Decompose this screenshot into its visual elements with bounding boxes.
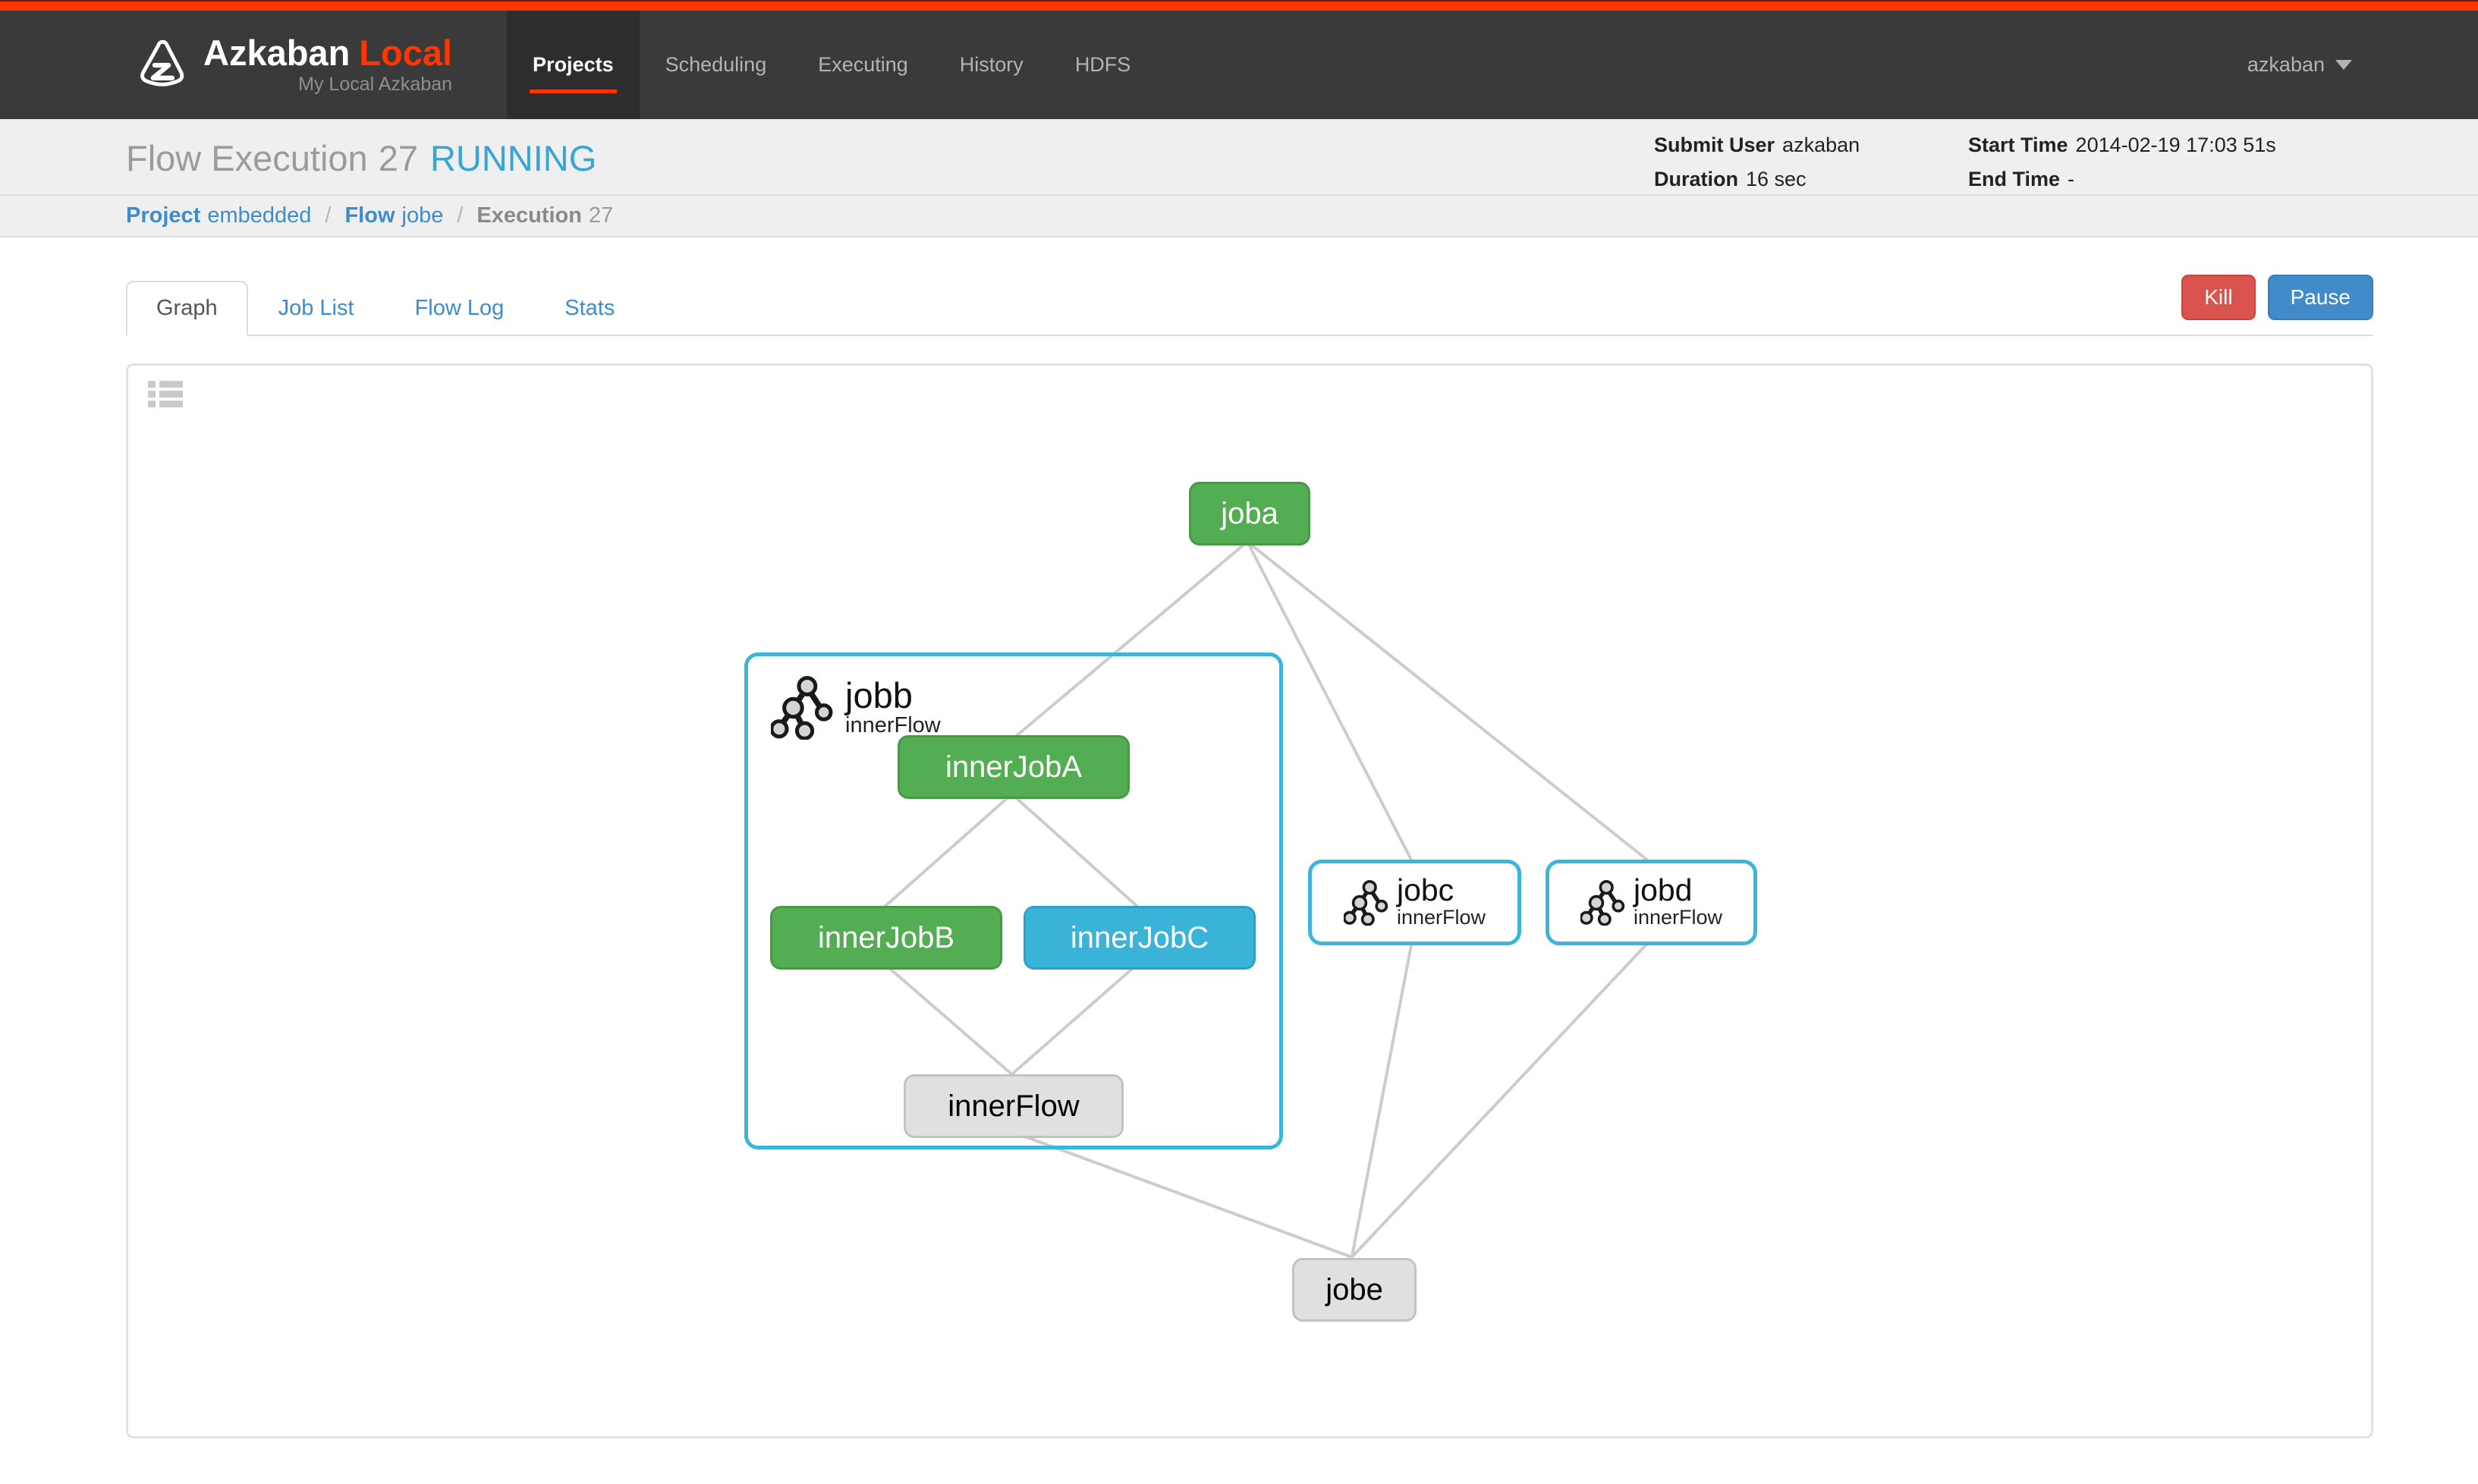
crumb-value: jobe bbox=[401, 203, 444, 228]
brand-name: Azkaban bbox=[203, 32, 351, 73]
main-nav: Projects Scheduling Executing History HD… bbox=[507, 11, 1156, 119]
tab-graph[interactable]: Graph bbox=[126, 281, 248, 336]
nav-item-hdfs[interactable]: HDFS bbox=[1049, 11, 1157, 119]
crumb-label: Flow bbox=[344, 203, 395, 228]
tab-job-list[interactable]: Job List bbox=[278, 296, 354, 320]
user-menu[interactable]: azkaban bbox=[2247, 11, 2352, 119]
edge-innerJobB-innerFlow bbox=[883, 963, 1013, 1076]
tab-flow-log[interactable]: Flow Log bbox=[414, 296, 505, 320]
edge-joba-jobc bbox=[1246, 541, 1414, 862]
flow-head-text: jobc innerFlow bbox=[1397, 875, 1486, 929]
edge-innerFlow-jobe bbox=[1011, 1130, 1353, 1259]
nav-item-label: Scheduling bbox=[665, 53, 767, 76]
flow-head: jobd innerFlow bbox=[1549, 863, 1753, 942]
flow-tree-icon bbox=[1580, 879, 1625, 926]
nav-item-projects[interactable]: Projects bbox=[507, 11, 640, 119]
flow-subtitle: innerFlow bbox=[845, 712, 941, 737]
tabs: Graph Job List Flow Log Stats bbox=[126, 281, 2373, 336]
crumb-value: 27 bbox=[588, 203, 614, 228]
edge-jobd-jobe bbox=[1351, 942, 1649, 1259]
node-innerJobB[interactable]: innerJobB bbox=[770, 906, 1002, 970]
start-time-value: 2014-02-19 17:03 51s bbox=[2075, 134, 2276, 156]
brand-suffix: Local bbox=[359, 32, 453, 73]
submit-user-value: azkaban bbox=[1782, 134, 1860, 156]
flow-title: jobd bbox=[1633, 872, 1693, 908]
flow-head: jobc innerFlow bbox=[1312, 863, 1517, 942]
submit-user-label: Submit User bbox=[1654, 134, 1775, 156]
end-time-label: End Time bbox=[1968, 168, 2061, 190]
graph-canvas[interactable]: jobb innerFlow jobc innerFlow jobd inner… bbox=[128, 366, 2371, 1436]
execution-id: 27 bbox=[378, 138, 418, 178]
edge-joba-jobd bbox=[1246, 540, 1649, 862]
meta-column-right: Start Time 2014-02-19 17:03 51s End Time- bbox=[1968, 128, 2276, 197]
nav-item-label: Projects bbox=[533, 53, 614, 76]
breadcrumb-separator: / bbox=[457, 203, 464, 228]
node-innerJobC[interactable]: innerJobC bbox=[1024, 906, 1256, 970]
graph-panel: jobb innerFlow jobc innerFlow jobd inner… bbox=[126, 363, 2373, 1438]
meta-column-left: Submit User azkaban Duration 16 sec bbox=[1654, 128, 1860, 197]
nav-item-label: Executing bbox=[818, 53, 908, 76]
edge-jobc-jobe bbox=[1350, 942, 1414, 1258]
node-innerJobA[interactable]: innerJobA bbox=[898, 735, 1130, 799]
crumb-label: Project bbox=[126, 203, 201, 228]
edge-innerJobC-innerFlow bbox=[1011, 963, 1139, 1076]
edge-innerJobA-innerJobB bbox=[883, 793, 1013, 908]
flow-title: jobb bbox=[845, 674, 913, 715]
flow-tree-icon bbox=[1343, 879, 1388, 926]
duration-value: 16 sec bbox=[1746, 168, 1807, 190]
node-jobe[interactable]: jobe bbox=[1292, 1258, 1417, 1322]
end-time-value: - bbox=[2068, 168, 2075, 190]
breadcrumb-separator: / bbox=[325, 203, 332, 228]
edges-layer bbox=[883, 540, 1649, 1259]
user-name: azkaban bbox=[2247, 53, 2325, 76]
tab-row: Graph Job List Flow Log Stats Kill Pause bbox=[126, 275, 2373, 336]
nav-item-history[interactable]: History bbox=[934, 11, 1049, 119]
status-badge: RUNNING bbox=[429, 138, 597, 178]
crumb-label: Execution bbox=[476, 203, 582, 228]
nav-item-executing[interactable]: Executing bbox=[792, 11, 934, 119]
tab-stats[interactable]: Stats bbox=[564, 296, 615, 320]
flow-head-text: jobd innerFlow bbox=[1634, 875, 1722, 929]
flow-actions: Kill Pause bbox=[2181, 275, 2373, 320]
start-time-label: Start Time bbox=[1968, 134, 2068, 156]
flow-tree-icon bbox=[771, 676, 833, 740]
flow-subtitle: innerFlow bbox=[1633, 906, 1723, 929]
node-innerFlow[interactable]: innerFlow bbox=[904, 1074, 1124, 1138]
nav-item-scheduling[interactable]: Scheduling bbox=[640, 11, 793, 119]
flow-head-text: jobb innerFlow bbox=[845, 678, 941, 738]
crumb-value: embedded bbox=[207, 203, 312, 228]
node-joba[interactable]: joba bbox=[1189, 482, 1310, 545]
nav-item-label: History bbox=[959, 53, 1024, 76]
flow-subtitle: innerFlow bbox=[1396, 906, 1486, 929]
top-accent-bar bbox=[0, 0, 2478, 11]
flow-box-jobc[interactable]: jobc innerFlow bbox=[1308, 860, 1521, 945]
azkaban-logo-icon bbox=[140, 39, 184, 86]
flow-box-jobb[interactable]: jobb innerFlow bbox=[744, 652, 1283, 1149]
kill-button[interactable]: Kill bbox=[2181, 275, 2256, 320]
flow-head: jobb innerFlow bbox=[748, 656, 1279, 740]
edge-joba-innerJobA bbox=[1011, 540, 1249, 741]
duration-label: Duration bbox=[1654, 168, 1738, 190]
list-view-icon[interactable] bbox=[148, 379, 183, 408]
pause-button[interactable]: Pause bbox=[2267, 275, 2373, 320]
flow-title: jobc bbox=[1396, 872, 1454, 908]
nav-item-label: HDFS bbox=[1074, 53, 1131, 76]
caret-down-icon bbox=[2335, 60, 2352, 70]
flow-box-jobd[interactable]: jobd innerFlow bbox=[1546, 860, 1757, 945]
edge-innerJobA-innerJobC bbox=[1011, 793, 1139, 908]
brand-subtitle: My Local Azkaban bbox=[298, 73, 453, 95]
page-title-text: Flow Execution bbox=[126, 138, 368, 178]
